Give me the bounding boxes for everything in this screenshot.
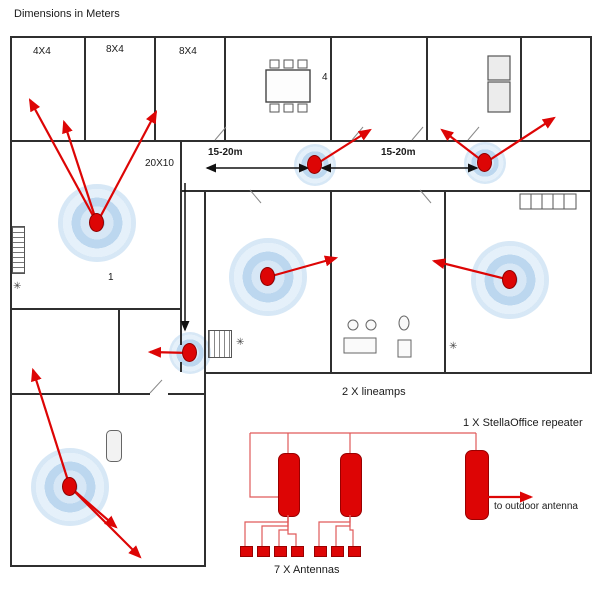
lineamps-label: 2 X lineamps	[342, 386, 406, 398]
antenna-dot	[502, 270, 517, 289]
wall-segment	[444, 190, 446, 372]
antenna-dot	[89, 213, 104, 232]
antennas-label: 7 X Antennas	[274, 564, 340, 576]
antenna-unit	[291, 546, 304, 557]
wall-segment	[180, 190, 592, 192]
antenna-unit	[274, 546, 287, 557]
wall-segment	[204, 374, 206, 567]
wall-segment	[330, 190, 332, 372]
distance-label-2: 15-20m	[381, 147, 416, 158]
antenna-dot	[307, 155, 322, 174]
stairs-icon	[208, 330, 232, 358]
radiator-icon	[12, 226, 25, 274]
wall-segment	[180, 362, 182, 372]
antenna-dot	[477, 153, 492, 172]
wall-segment	[224, 36, 226, 140]
wall-segment	[330, 36, 332, 140]
wall-segment	[10, 36, 592, 38]
wall-segment	[10, 565, 206, 567]
wall-segment	[118, 308, 120, 395]
antenna-dot	[62, 477, 77, 496]
room-label-8x4-b: 8X4	[179, 46, 197, 57]
wall-segment	[84, 36, 86, 140]
vent-icon: ✳	[489, 57, 498, 68]
lineamp-unit	[278, 453, 300, 517]
antenna-unit	[257, 546, 270, 557]
conference-table-icon	[265, 59, 311, 113]
room-label-4x4: 4X4	[33, 46, 51, 57]
antenna-unit	[348, 546, 361, 557]
wall-segment	[10, 36, 12, 567]
wall-segment	[426, 36, 428, 140]
repeater-label: 1 X StellaOffice repeater	[463, 417, 583, 429]
shelf-cabinet-icon	[519, 193, 577, 210]
room-label-20x10: 20X10	[145, 158, 174, 169]
outdoor-antenna-label: to outdoor antenna	[494, 501, 578, 512]
diagram-title: Dimensions in Meters	[14, 8, 120, 20]
room-label-1: 1	[108, 272, 114, 283]
antenna-unit	[331, 546, 344, 557]
room-label-4: 4	[322, 72, 328, 83]
door-icon	[106, 430, 122, 462]
bathroom-fixtures-icon	[343, 315, 412, 358]
wall-segment	[180, 140, 182, 345]
vent-icon: ✳	[236, 337, 245, 348]
wall-segment	[590, 36, 592, 374]
wall-segment	[10, 308, 182, 310]
antenna-unit	[240, 546, 253, 557]
room-label-8x4-a: 8X4	[106, 44, 124, 55]
wall-segment	[154, 36, 156, 140]
lineamp-unit	[340, 453, 362, 517]
wall-segment	[204, 372, 592, 374]
wall-segment	[204, 190, 206, 374]
vent-icon: ✳	[449, 341, 458, 352]
antenna-dot	[182, 343, 197, 362]
wall-segment	[168, 393, 206, 395]
wall-segment	[520, 36, 522, 140]
wall-segment	[10, 140, 592, 142]
vent-icon: ✳	[13, 281, 22, 292]
antenna-dot	[260, 267, 275, 286]
antenna-unit	[314, 546, 327, 557]
repeater-unit	[465, 450, 489, 520]
distance-label-1: 15-20m	[208, 147, 243, 158]
wall-segment	[10, 393, 150, 395]
